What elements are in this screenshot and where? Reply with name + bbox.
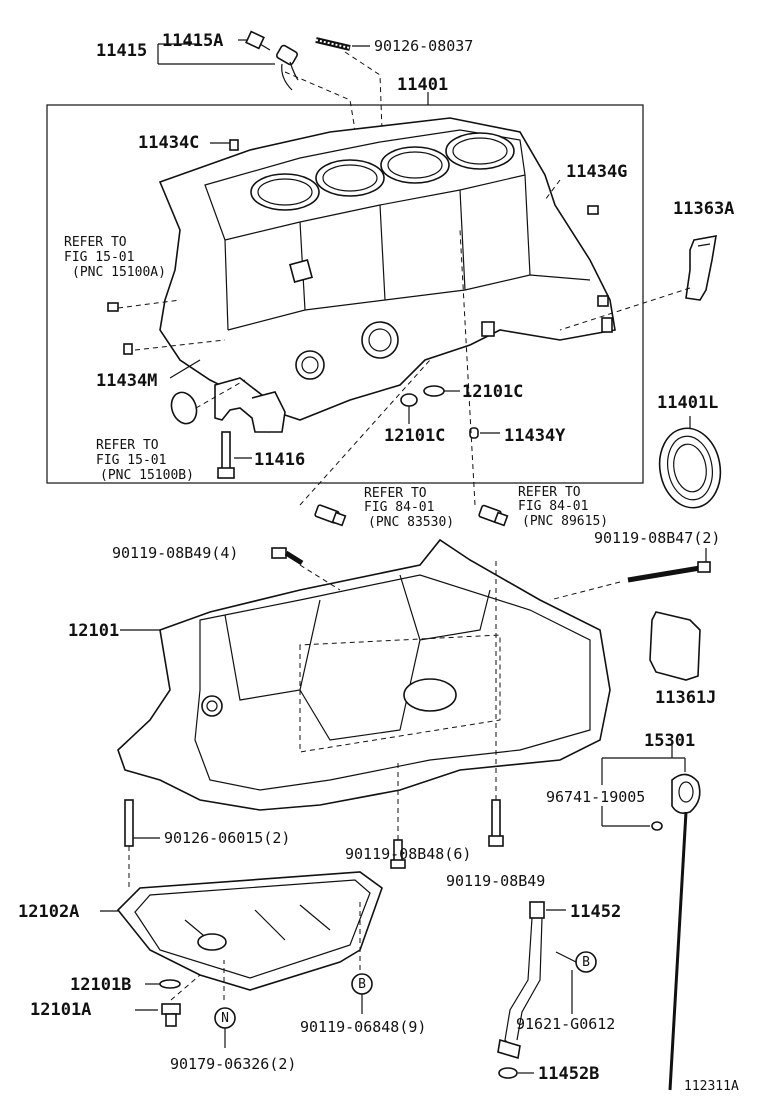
dash-leader-top [284, 71, 356, 131]
label-12101A: 12101A [30, 1000, 91, 1020]
label-11434C: 11434C [138, 133, 199, 153]
oring-15100B-icon [170, 391, 198, 425]
label-90126-08037: 90126-08037 [374, 37, 473, 55]
label-11434M: 11434M [96, 371, 157, 391]
oring-11452B-icon [498, 1067, 518, 1079]
dash-89615 [459, 229, 476, 506]
marker-B2: B [582, 955, 590, 970]
dash-15100A [117, 299, 181, 309]
label-91621-G0612: 91621-G0612 [516, 1015, 615, 1033]
oring-96741-icon [651, 821, 663, 831]
label-11434G: 11434G [566, 162, 627, 182]
label-11452B: 11452B [538, 1064, 599, 1084]
ref-83530: REFER TO FIG 84-01 (PNC 83530) [364, 486, 454, 530]
label-90126-06015-2: 90126-06015(2) [164, 829, 290, 847]
label-90119-08B48-6: 90119-08B48(6) [345, 845, 471, 863]
ref-15100B-line2: FIG 15-01 [96, 453, 166, 468]
dash-bolt-4 [299, 564, 341, 591]
label-11401: 11401 [397, 75, 448, 95]
oil-pan-lower-icon [116, 871, 383, 991]
ref-15100B: REFER TO FIG 15-01 (PNC 15100B) [96, 438, 194, 483]
pin-15100A-icon [107, 302, 119, 312]
label-11415: 11415 [96, 41, 147, 61]
ref-15100B-line1: REFER TO [96, 438, 159, 453]
dash-pan-lower [223, 900, 361, 1000]
ref-89615: REFER TO FIG 84-01 (PNC 89615) [518, 485, 608, 529]
dash-plug [170, 974, 201, 1001]
sensor-89615-icon [478, 504, 509, 527]
ref-83530-line1: REFER TO [364, 486, 427, 501]
gasket-12101B-icon [159, 979, 181, 989]
dash-leader-top2 [344, 51, 383, 131]
ref-15100A-line3: (PNC 15100A) [72, 265, 166, 280]
label-90119-06848-9: 90119-06848(9) [300, 1018, 426, 1036]
oring-12101C-b-icon [400, 393, 418, 407]
label-11452: 11452 [570, 902, 621, 922]
pin-11434Y-icon [469, 427, 479, 439]
label-15301: 15301 [644, 731, 695, 751]
label-90119-08B49-4: 90119-08B49(4) [112, 544, 238, 562]
dash-83530 [299, 359, 431, 506]
pin-11434G-icon [587, 205, 599, 215]
block-assembly-frame [46, 104, 644, 484]
sensor-11415-icon [276, 44, 299, 91]
plate-11361J-icon [649, 611, 701, 681]
figure-id: 112311A [684, 1079, 739, 1094]
dash-bolt-2 [549, 581, 621, 601]
marker-B1: B [358, 977, 366, 992]
label-90119-08B47-2: 90119-08B47(2) [594, 529, 720, 547]
pin-11434M-icon [123, 343, 133, 355]
pin-11434C-icon [229, 139, 239, 151]
ref-83530-line2: FIG 84-01 [364, 500, 434, 515]
dash-11434M [134, 339, 226, 351]
label-11401L: 11401L [657, 393, 718, 413]
dash-11434G [544, 179, 561, 201]
bolt-11416-icon [217, 431, 235, 479]
dash-11363A [559, 287, 691, 331]
label-11363A: 11363A [673, 199, 734, 219]
stud-90126-06015-icon [124, 799, 134, 847]
ref-15100A: REFER TO FIG 15-01 (PNC 15100A) [64, 235, 166, 280]
gauge-guide-11452-icon [497, 901, 545, 1060]
label-11361J: 11361J [655, 688, 716, 708]
ref-83530-line3: (PNC 83530) [368, 515, 454, 530]
dash-oring [195, 379, 246, 409]
oring-12101C-a-icon [423, 385, 445, 397]
label-11434Y: 11434Y [504, 426, 566, 446]
label-90119-08B49: 90119-08B49 [446, 872, 545, 890]
marker-N: N [221, 1011, 229, 1026]
bearing-11363A-icon [685, 235, 717, 301]
label-12101C-b: 12101C [384, 426, 445, 446]
ref-89615-line1: REFER TO [518, 485, 581, 500]
bolt-11415A-icon [245, 30, 271, 51]
ref-15100A-line2: FIG 15-01 [64, 250, 134, 265]
stud-90126-08037-icon [315, 37, 370, 51]
label-12101C-a: 12101C [462, 382, 523, 402]
cylinder-block-icon [158, 117, 616, 421]
oil-pan-upper-icon [117, 538, 611, 811]
plug-12101A-icon [161, 1003, 181, 1027]
label-11416: 11416 [254, 450, 305, 470]
bolt-90119-08B49-4-icon [271, 547, 304, 566]
ref-15100A-line1: REFER TO [64, 235, 127, 250]
dipstick-15301-icon [668, 773, 701, 1091]
label-96741-19005: 96741-19005 [546, 788, 645, 806]
ref-15100B-line3: (PNC 15100B) [100, 468, 194, 483]
sensor-83530-icon [314, 504, 347, 527]
label-12102A: 12102A [18, 902, 79, 922]
bearing-cap-icon [214, 377, 286, 433]
oil-seal-11401L-icon [658, 427, 722, 509]
label-11415A: 11415A [162, 31, 223, 51]
ref-89615-line3: (PNC 89615) [522, 514, 608, 529]
label-90179-06326-2: 90179-06326(2) [170, 1055, 296, 1073]
ref-89615-line2: FIG 84-01 [518, 499, 588, 514]
dash-pan-frame [299, 634, 501, 753]
bracket-15301 [601, 757, 686, 827]
bolt-90119-08B47-2-icon [627, 561, 711, 583]
label-12101B: 12101B [70, 975, 131, 995]
label-12101: 12101 [68, 621, 119, 641]
bolt-90119-08B49-icon [488, 799, 504, 847]
